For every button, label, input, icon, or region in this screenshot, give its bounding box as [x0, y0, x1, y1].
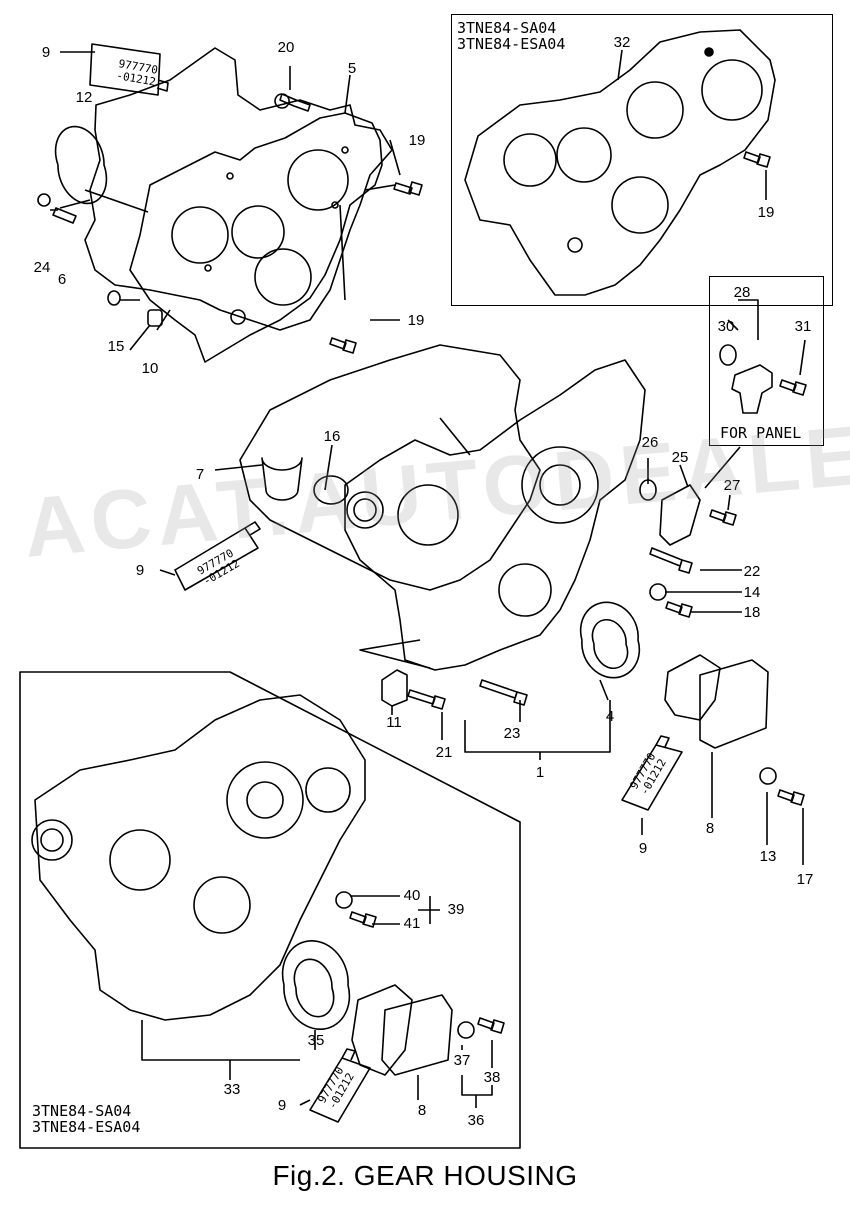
stud-6: [52, 207, 77, 224]
oring-26: [639, 479, 657, 501]
callout-39: 39: [448, 901, 465, 918]
washer-40: [335, 891, 353, 909]
bolt-20: [274, 93, 311, 112]
oring-30: [719, 344, 737, 366]
sensor-28: [731, 364, 773, 414]
variant-label-top: 3TNE84-SA04 3TNE84-ESA04: [457, 19, 566, 53]
callout-38: 38: [484, 1069, 501, 1086]
variant-frame-top-right: [451, 14, 833, 306]
frame-bottom-left: [19, 671, 521, 1149]
nut-24: [37, 193, 51, 207]
callout-40: 40: [404, 887, 421, 904]
callout-24: 24: [34, 259, 51, 276]
oring-15: [107, 290, 121, 306]
sealant-tube-9a: [89, 43, 169, 96]
callout-36: 36: [468, 1112, 485, 1129]
cover-plate-32: [464, 29, 776, 296]
callout-26: 26: [642, 434, 659, 451]
callout-33: 33: [224, 1081, 241, 1098]
gasket-8b: [351, 984, 413, 1076]
callout-35: 35: [308, 1032, 325, 1049]
variant-label-bottom: 3TNE84-SA04 3TNE84-ESA04: [32, 1102, 141, 1136]
for-panel-label: FOR PANEL: [720, 424, 802, 442]
callout-17: 17: [797, 871, 814, 888]
cap-7: [261, 457, 303, 501]
callout-4: 4: [606, 708, 614, 725]
sealant-tube-9b: [174, 521, 261, 591]
bolt-17: [777, 789, 805, 806]
oring-12: [54, 125, 108, 205]
callout-41: 41: [404, 915, 421, 932]
callout-13: 13: [760, 848, 777, 865]
sealant-tube-9d: [309, 1048, 371, 1123]
callout-9: 9: [639, 840, 647, 857]
callout-19: 19: [408, 312, 425, 329]
figure-caption: Fig.2. GEAR HOUSING: [272, 1160, 578, 1191]
callout-16: 16: [324, 428, 341, 445]
callout-18: 18: [744, 604, 761, 621]
callout-10: 10: [142, 360, 159, 377]
cover-8a: [699, 659, 769, 749]
callout-19: 19: [409, 132, 426, 149]
cover-plate-5: [129, 112, 383, 363]
bolt-27: [709, 509, 737, 526]
cover-25: [659, 484, 701, 546]
sealant-tube-9c: [621, 735, 683, 811]
callout-5: 5: [348, 60, 356, 77]
bolt-31: [779, 379, 807, 396]
callout-8: 8: [418, 1102, 426, 1119]
gasket-8a: [664, 654, 721, 721]
bolt-18: [665, 601, 693, 618]
washer-37: [457, 1021, 475, 1039]
callout-8: 8: [706, 820, 714, 837]
gear-housing-33: [34, 694, 366, 1021]
callout-7: 7: [196, 466, 204, 483]
gear-housing-1: [344, 359, 646, 671]
callout-31: 31: [795, 318, 812, 335]
washer-13: [759, 767, 777, 785]
callout-23: 23: [504, 725, 521, 742]
callout-27: 27: [724, 477, 741, 494]
callout-28: 28: [734, 284, 751, 301]
bolt-23: [479, 679, 528, 706]
callout-25: 25: [672, 449, 689, 466]
callout-9: 9: [136, 562, 144, 579]
bolt-22: [649, 547, 693, 574]
seal-4: [579, 601, 641, 679]
callout-32: 32: [614, 34, 631, 51]
callout-11: 11: [386, 714, 402, 731]
gasket-outline-left: [84, 47, 393, 331]
cover-8b: [381, 994, 453, 1076]
callout-22: 22: [744, 563, 761, 580]
seal-35: [281, 939, 351, 1031]
washer-14: [649, 583, 667, 601]
dowel-10: [147, 309, 163, 327]
callout-14: 14: [744, 584, 761, 601]
callout-37: 37: [454, 1052, 471, 1069]
callout-20: 20: [278, 39, 295, 56]
gasket-outline-center: [239, 344, 541, 591]
callout-15: 15: [108, 338, 125, 355]
callout-1: 1: [536, 764, 544, 781]
callout-19: 19: [758, 204, 775, 221]
callout-9: 9: [278, 1097, 286, 1114]
bolt-38: [477, 1017, 505, 1034]
bolt-19c: [743, 151, 771, 168]
callout-9: 9: [42, 44, 50, 61]
callout-12: 12: [76, 89, 93, 106]
callout-30: 30: [718, 318, 735, 335]
bolt-41: [349, 911, 377, 928]
callout-21: 21: [436, 744, 453, 761]
bolt-19a: [393, 181, 423, 196]
callout-6: 6: [58, 271, 66, 288]
bolt-21: [407, 689, 446, 710]
oring-16: [313, 475, 349, 505]
for-panel-frame: [709, 276, 824, 446]
bolt-19b: [329, 337, 357, 354]
block-11: [381, 669, 408, 707]
